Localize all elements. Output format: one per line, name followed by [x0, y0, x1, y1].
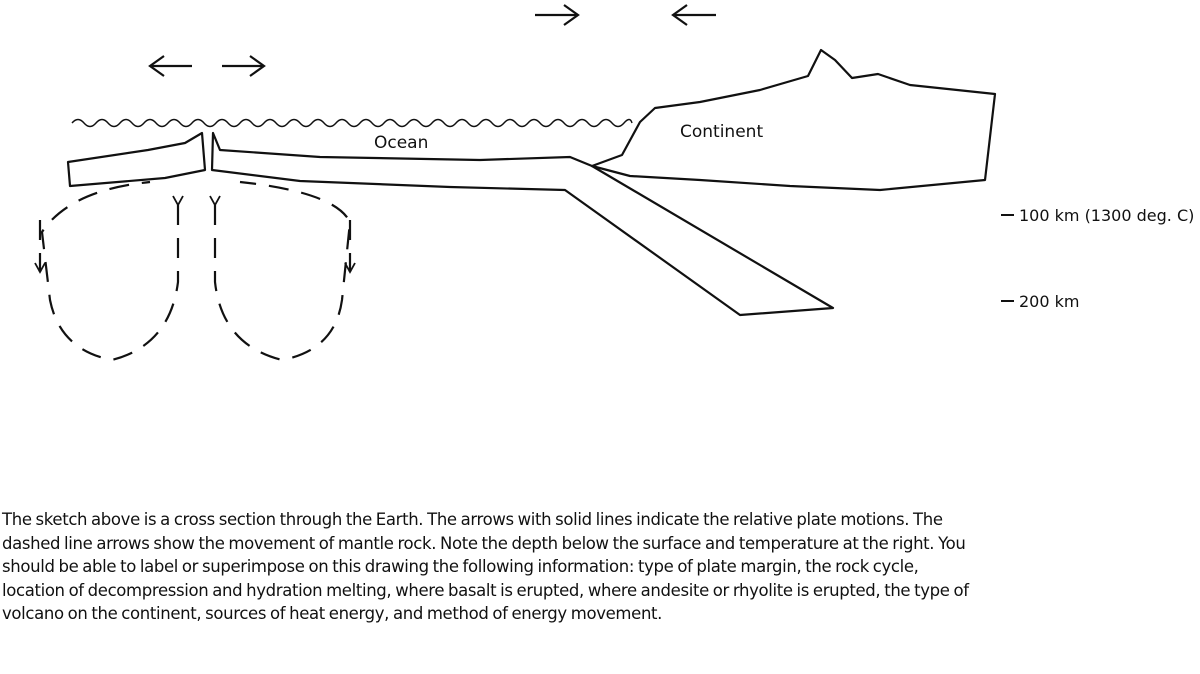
oceanic-plate-left	[66, 131, 207, 188]
caption-line: dashed line arrows show the movement of …	[2, 533, 966, 553]
caption-line: volcano on the continent, sources of hea…	[2, 604, 663, 623]
caption-line: The sketch above is a cross section thro…	[2, 510, 943, 529]
caption-line: should be able to label or superimpose o…	[2, 557, 919, 576]
convergent-arrow-right	[535, 4, 580, 26]
divergent-arrow-right	[222, 55, 266, 77]
mantle-convection-arrows	[34, 180, 356, 362]
sea-surface-wave	[71, 118, 633, 128]
depth-label-200km: 200 km	[1019, 292, 1079, 311]
caption-line: location of decompression and hydration …	[2, 580, 969, 600]
oceanic-plate-subducting	[210, 131, 835, 317]
convergent-arrow-left	[671, 4, 716, 26]
plate-motion-arrows	[148, 4, 716, 77]
depth-label-100km: 100 km (1300 deg. C)	[1019, 206, 1194, 225]
continental-plate	[590, 48, 997, 192]
ocean-label: Ocean	[374, 133, 428, 153]
convection-cell-right	[209, 180, 352, 362]
convection-cell-left	[40, 180, 184, 362]
divergent-arrow-left	[148, 55, 192, 77]
depth-scale: 100 km (1300 deg. C) 200 km	[1001, 206, 1194, 311]
diagram-caption: The sketch above is a cross section thro…	[2, 508, 1194, 626]
continent-label: Continent	[680, 122, 763, 142]
